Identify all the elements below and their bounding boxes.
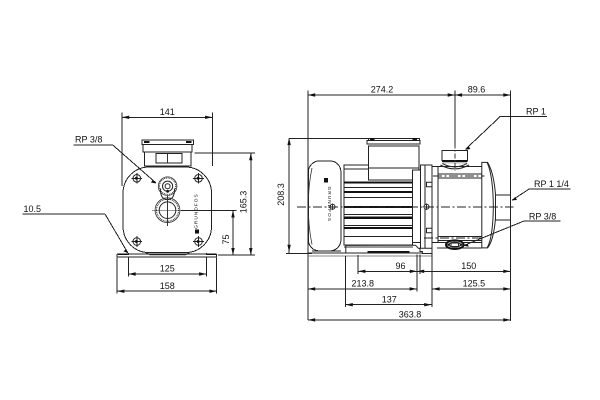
svg-text:165.3: 165.3 xyxy=(238,191,248,214)
svg-text:158: 158 xyxy=(160,281,175,291)
svg-text:274.2: 274.2 xyxy=(371,85,394,95)
svg-text:141: 141 xyxy=(160,107,175,117)
svg-text:RP 3/8: RP 3/8 xyxy=(75,135,102,145)
svg-text:137: 137 xyxy=(382,294,397,304)
svg-text:363.8: 363.8 xyxy=(399,310,422,320)
svg-text:GRUNDFOS: GRUNDFOS xyxy=(326,187,332,222)
svg-text:213.8: 213.8 xyxy=(352,279,375,289)
svg-text:10.5: 10.5 xyxy=(24,204,42,214)
svg-text:RP 1 1/4: RP 1 1/4 xyxy=(534,179,569,189)
svg-text:125: 125 xyxy=(160,264,175,274)
svg-text:96: 96 xyxy=(395,261,405,271)
svg-text:RP 1: RP 1 xyxy=(526,107,546,117)
svg-text:75: 75 xyxy=(221,234,231,244)
svg-text:150: 150 xyxy=(461,261,476,271)
svg-text:125.5: 125.5 xyxy=(463,279,486,289)
svg-text:GRUNDFOS: GRUNDFOS xyxy=(194,193,200,228)
svg-text:208.3: 208.3 xyxy=(276,183,286,206)
svg-text:89.6: 89.6 xyxy=(468,85,486,95)
svg-text:RP 3/8: RP 3/8 xyxy=(529,211,556,221)
